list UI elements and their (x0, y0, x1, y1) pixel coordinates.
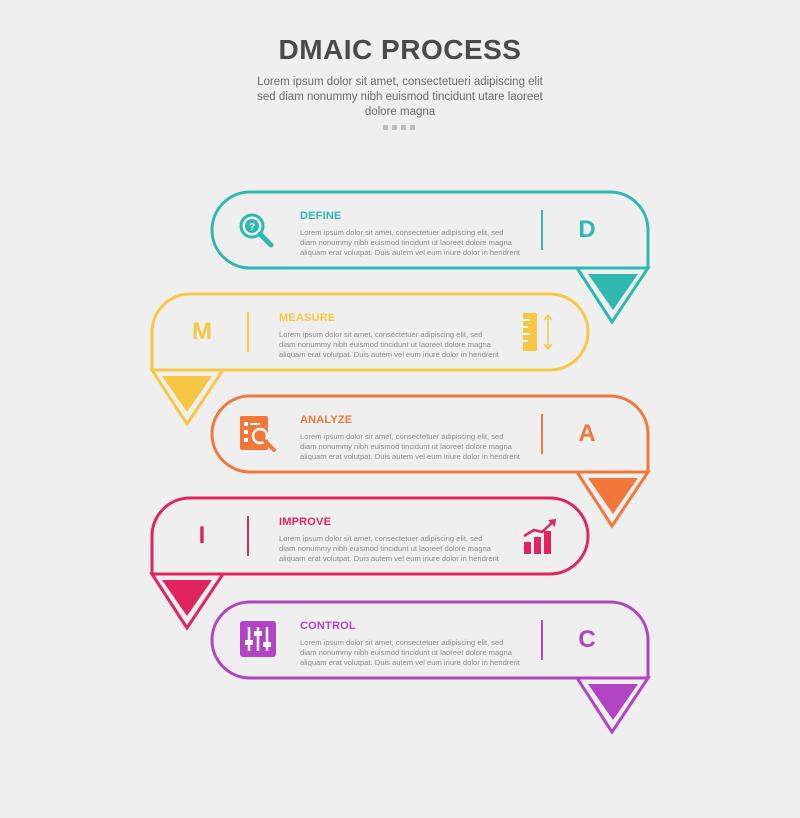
decorative-dots (383, 125, 415, 130)
step-arrow-outline-analyze (574, 470, 651, 529)
step-letter-control: C (578, 626, 596, 653)
step-body-improve: Lorem ipsum dolor sit amet, consectetuer… (279, 534, 499, 563)
step-text-control: CONTROL Lorem ipsum dolor sit amet, cons… (300, 620, 520, 668)
dot (383, 125, 388, 130)
step-outline-analyze (210, 394, 650, 474)
step-arrow-define (588, 274, 638, 310)
step-arrow-outline-measure (149, 368, 226, 427)
step-arrow-measure (162, 376, 212, 412)
step-outline-measure (150, 292, 590, 372)
step-arrow-outline-define (574, 266, 651, 325)
step-body-define: Lorem ipsum dolor sit amet, consectetuer… (300, 228, 520, 257)
page-subtitle: Lorem ipsum dolor sit amet, consectetuer… (257, 76, 543, 118)
step-shape-control (210, 600, 651, 735)
icon-part (244, 438, 248, 442)
icon-part (263, 642, 271, 647)
step-title-improve: IMPROVE (279, 516, 332, 528)
step-body-analyze: Lorem ipsum dolor sit amet, consectetuer… (300, 432, 520, 461)
step-arrow-outline-improve (149, 572, 226, 631)
step-title-define: DEFINE (300, 210, 342, 222)
ruler-measure-icon (521, 312, 561, 352)
icon-part (257, 231, 274, 248)
step-outline-improve (150, 496, 590, 576)
icon-part (254, 631, 262, 636)
icon-part (239, 213, 265, 239)
step-outline-define (210, 190, 650, 270)
step-text-improve: IMPROVE Lorem ipsum dolor sit amet, cons… (279, 516, 499, 564)
dot (392, 125, 397, 130)
step-arrow-control (588, 684, 638, 720)
dot (401, 125, 406, 130)
icon-part (244, 430, 248, 434)
icon-part (548, 519, 556, 527)
icon-part (245, 219, 259, 233)
icon-part (524, 542, 531, 554)
step-text-analyze: ANALYZE Lorem ipsum dolor sit amet, cons… (300, 414, 520, 462)
icon-part (263, 439, 276, 452)
icon-part (543, 343, 553, 351)
step-arrow-analyze (588, 478, 638, 514)
step-letter-improve: I (198, 522, 206, 549)
step-title-analyze: ANALYZE (300, 414, 353, 426)
step-letter-analyze: A (578, 420, 596, 447)
step-body-control: Lorem ipsum dolor sit amet, consectetuer… (300, 638, 520, 667)
step-outline-control (210, 600, 650, 680)
control-sliders-icon (239, 620, 279, 660)
icon-part (543, 313, 553, 321)
dot (410, 125, 415, 130)
icon-part (544, 531, 551, 554)
step-letter-define: D (578, 216, 596, 243)
step-text-measure: MEASURE Lorem ipsum dolor sit amet, cons… (279, 312, 499, 360)
icon-part (523, 313, 537, 351)
document-analysis-icon (238, 414, 278, 454)
step-title-measure: MEASURE (279, 312, 336, 324)
step-text-define: DEFINE Lorem ipsum dolor sit amet, conse… (300, 210, 520, 258)
step-shape-measure (149, 292, 590, 427)
icon-part (523, 520, 555, 538)
step-shape-improve (149, 496, 590, 631)
step-body-measure: Lorem ipsum dolor sit amet, consectetuer… (279, 330, 499, 359)
step-letter-measure: M (192, 318, 212, 345)
growth-chart-icon (521, 516, 561, 556)
icon-part (534, 537, 541, 554)
icon-part (245, 640, 253, 645)
page-title: DMAIC PROCESS (278, 34, 522, 65)
icon-part (244, 422, 248, 426)
step-title-control: CONTROL (300, 620, 356, 632)
step-arrow-outline-control (574, 676, 651, 735)
icon-part (251, 427, 269, 445)
step-shape-define (210, 190, 651, 325)
step-arrow-improve (162, 580, 212, 616)
icon-glyph: ? (249, 222, 255, 233)
magnifier-question-icon: ? (236, 210, 276, 250)
step-shape-analyze (210, 394, 651, 529)
